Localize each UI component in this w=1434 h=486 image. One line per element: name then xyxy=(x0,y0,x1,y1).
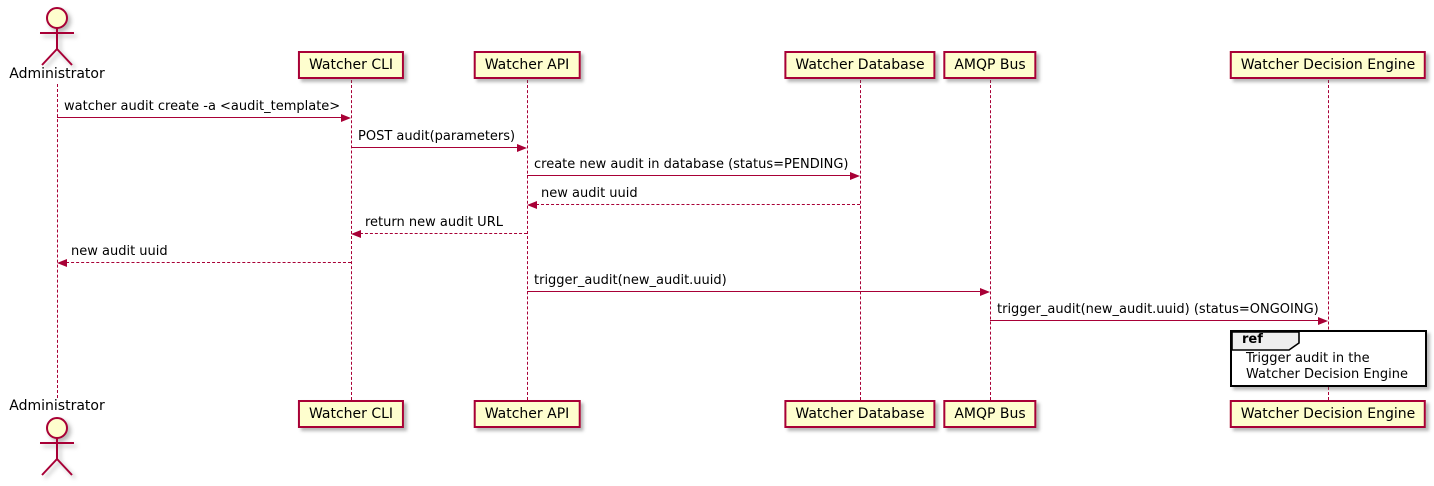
lifeline-administrator xyxy=(57,84,58,398)
message-line-8 xyxy=(990,320,1324,321)
message-line-7 xyxy=(527,291,986,292)
ref-text-line1: Trigger audit in the xyxy=(1246,351,1370,366)
lifeline-amqp-bus xyxy=(990,80,991,400)
participant-box-top-amqp-bus: AMQP Bus xyxy=(943,51,1037,79)
participant-box-bottom-watcher-api: Watcher API xyxy=(473,400,581,428)
participant-box-bottom-watcher-cli: Watcher CLI xyxy=(297,400,405,428)
ref-tab-shape xyxy=(1231,331,1300,351)
ref-text-line2: Watcher Decision Engine xyxy=(1246,367,1408,382)
administrator-label-bottom: Administrator xyxy=(9,398,105,414)
participant-box-top-watcher-database: Watcher Database xyxy=(784,51,936,79)
participant-box-top-watcher-cli: Watcher CLI xyxy=(297,51,405,79)
message-line-2 xyxy=(351,147,523,148)
participant-box-top-watcher-decision-engine: Watcher Decision Engine xyxy=(1229,51,1427,79)
participant-box-bottom-watcher-decision-engine: Watcher Decision Engine xyxy=(1229,400,1427,428)
message-arrowhead-2 xyxy=(517,144,527,152)
participant-box-bottom-amqp-bus: AMQP Bus xyxy=(943,400,1037,428)
message-label-5: return new audit URL xyxy=(365,215,503,230)
administrator-label-top: Administrator xyxy=(9,66,105,82)
lifeline-watcher-cli xyxy=(351,80,352,400)
ref-text: Trigger audit in the Watcher Decision En… xyxy=(1246,351,1408,383)
message-line-1 xyxy=(57,117,347,118)
message-line-3 xyxy=(527,175,856,176)
message-arrowhead-8 xyxy=(1318,317,1328,325)
ref-fragment: ref Trigger audit in the Watcher Decisio… xyxy=(1230,330,1427,387)
message-label-2: POST audit(parameters) xyxy=(358,129,516,144)
lifeline-watcher-api xyxy=(527,80,528,400)
lifeline-watcher-decision-engine xyxy=(1328,80,1329,400)
message-arrowhead-3 xyxy=(850,172,860,180)
message-arrowhead-1 xyxy=(341,114,351,122)
administrator-actor-icon-bottom xyxy=(40,417,74,476)
message-label-8: trigger_audit(new_audit.uuid) (status=ON… xyxy=(997,302,1319,317)
administrator-actor-icon-top xyxy=(40,7,74,66)
ref-keyword: ref xyxy=(1242,332,1263,347)
message-label-6: new audit uuid xyxy=(71,244,168,259)
lifeline-watcher-database xyxy=(860,80,861,400)
message-label-1: watcher audit create -a <audit_template> xyxy=(64,99,341,114)
message-label-4: new audit uuid xyxy=(541,186,638,201)
message-arrowhead-6 xyxy=(57,259,67,267)
message-label-7: trigger_audit(new_audit.uuid) xyxy=(534,273,727,288)
message-arrowhead-5 xyxy=(351,230,361,238)
participant-box-top-watcher-api: Watcher API xyxy=(473,51,581,79)
message-line-6 xyxy=(61,262,351,263)
participant-box-bottom-watcher-database: Watcher Database xyxy=(784,400,936,428)
message-arrowhead-4 xyxy=(527,201,537,209)
message-line-5 xyxy=(355,233,527,234)
message-label-3: create new audit in database (status=PEN… xyxy=(534,157,849,172)
message-line-4 xyxy=(531,204,860,205)
message-arrowhead-7 xyxy=(980,288,990,296)
